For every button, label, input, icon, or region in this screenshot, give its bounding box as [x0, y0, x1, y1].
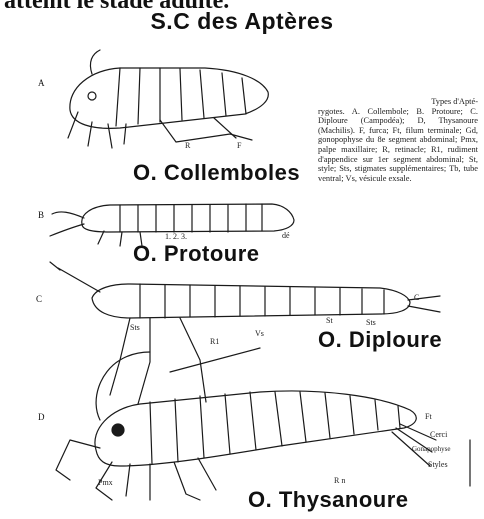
diploure-illustration — [50, 262, 440, 404]
thysanoure-illustration — [56, 352, 470, 500]
collembole-illustration — [68, 50, 268, 148]
protoure-illustration — [50, 204, 294, 246]
